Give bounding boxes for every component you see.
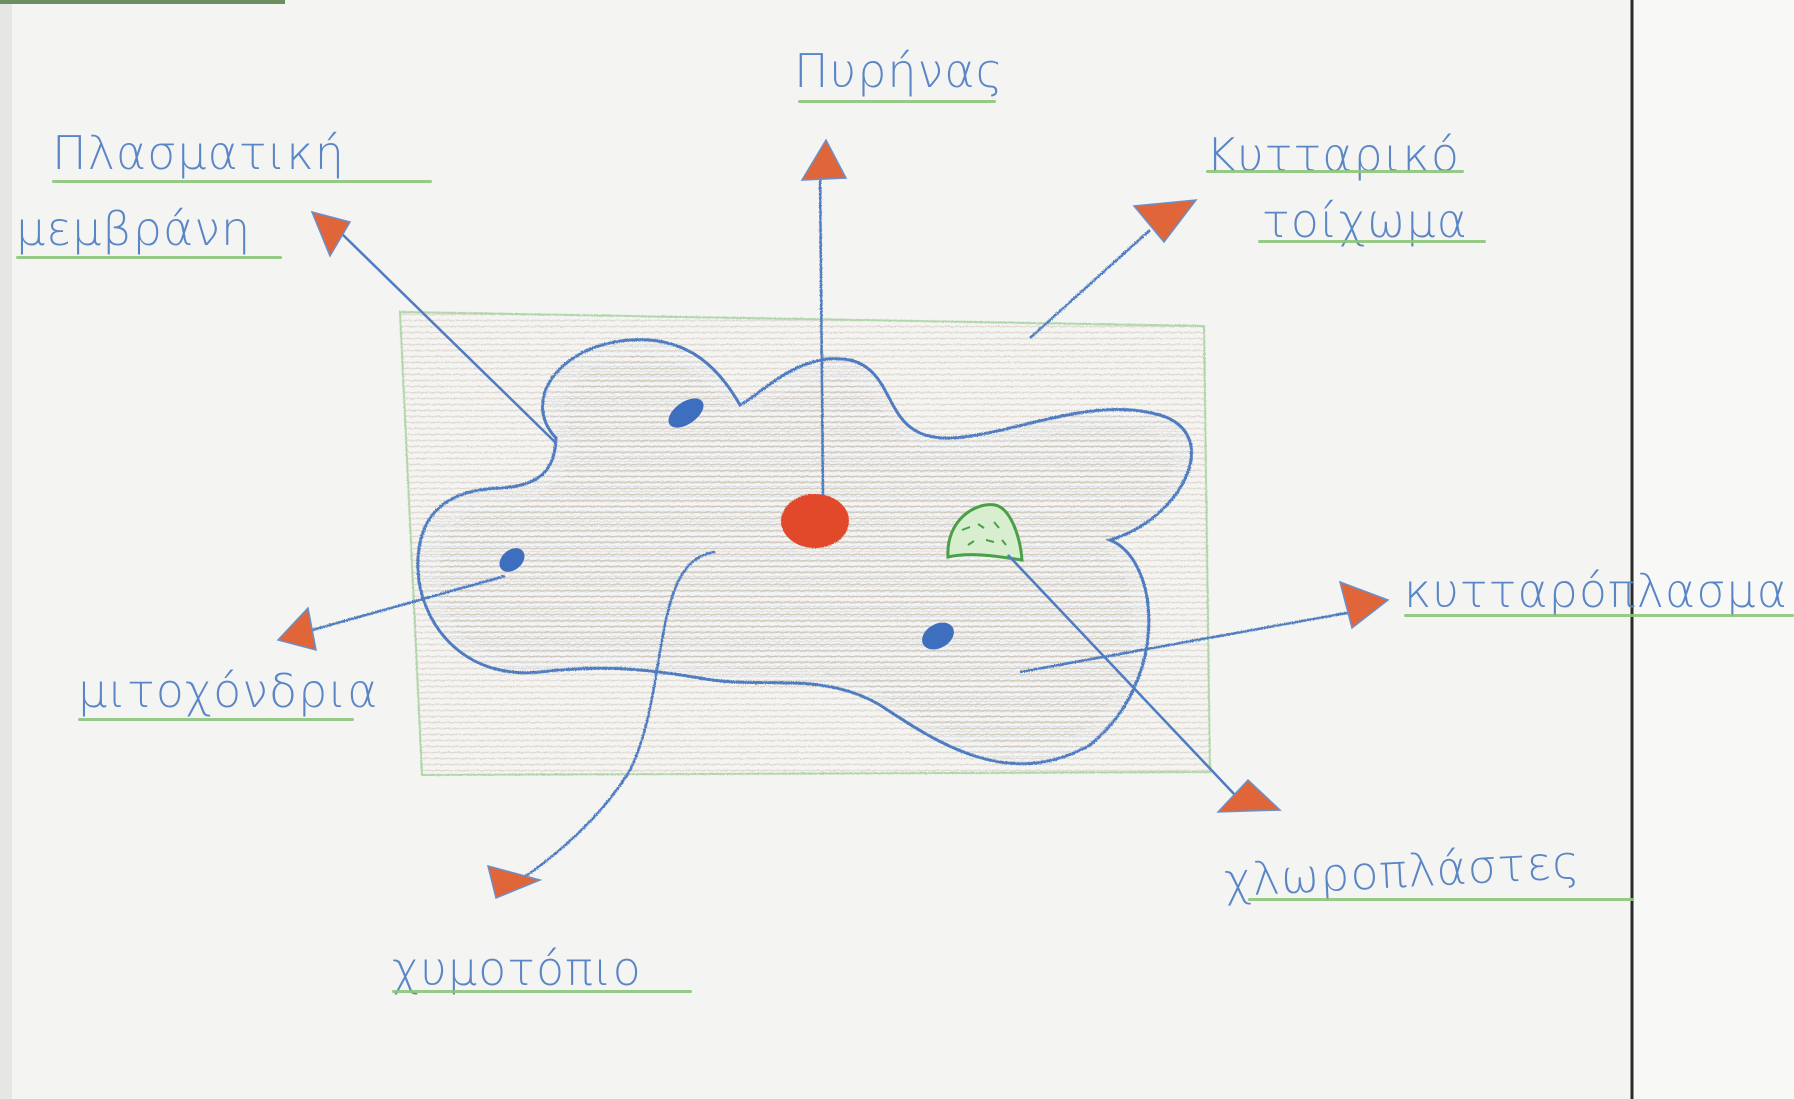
chloroplast-texture	[961, 521, 1007, 546]
pointer-line-vacuole	[519, 550, 716, 882]
mitochondrion-shape	[922, 622, 954, 650]
pointer-lines	[304, 169, 1353, 882]
label-mitochondria: μιτοχόνδρια	[78, 664, 379, 718]
label-nucleus: Πυρήνας	[794, 44, 1004, 98]
underline-membrane-line1	[52, 180, 432, 183]
underline-cytoplasm	[1404, 614, 1794, 617]
underline-vacuole	[392, 990, 692, 993]
scan-edge-strip	[0, 0, 285, 4]
arrowhead-membrane	[310, 210, 352, 258]
pointer-line-mitochondria	[304, 574, 506, 634]
cytoplasm-shading	[440, 355, 1174, 748]
arrowhead-cell-wall	[1132, 199, 1198, 244]
pointer-line-membrane	[339, 231, 557, 444]
label-membrane-line2: μεμβράνη	[16, 202, 252, 256]
nucleus-shape	[781, 494, 849, 548]
adjacent-page	[1632, 0, 1794, 1099]
page-left-shadow	[0, 0, 12, 1099]
arrowheads	[276, 138, 1390, 900]
underline-wall-line1	[1206, 170, 1464, 173]
arrowhead-nucleus	[800, 138, 848, 181]
pointer-line-cell-wall	[1029, 229, 1151, 339]
arrowhead-chloroplasts	[1216, 778, 1282, 813]
arrowhead-vacuole	[486, 864, 543, 900]
pointer-line-cytoplasm	[1019, 610, 1353, 674]
mitochondrion-shape	[668, 398, 704, 428]
underline-wall-line2	[1258, 240, 1486, 243]
pointer-line-chloroplasts	[1007, 554, 1236, 796]
label-wall-line2: τοίχωμα	[1262, 194, 1468, 248]
underline-nucleus	[798, 100, 996, 103]
mitochondrion-shape	[499, 548, 525, 572]
arrowhead-mitochondria	[276, 606, 317, 652]
arrowhead-cytoplasm	[1338, 580, 1390, 630]
underline-chloroplasts	[1248, 898, 1634, 901]
label-cytoplasm: κυτταρόπλασμα	[1404, 564, 1788, 618]
underline-mitochondria	[78, 718, 354, 721]
label-vacuole: χυμοτόπιο	[392, 942, 642, 996]
label-membrane-line1: Πλασματική	[52, 126, 345, 180]
chloroplast-shape	[946, 503, 1024, 562]
underline-membrane-line2	[16, 256, 282, 259]
pointer-line-nucleus	[818, 169, 825, 496]
